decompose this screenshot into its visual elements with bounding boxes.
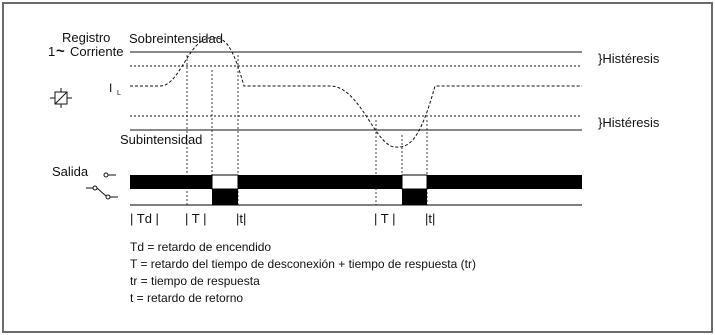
corriente-number: 1 [48, 44, 55, 59]
legend-line: tr = tiempo de respuesta [130, 274, 260, 288]
il-subscript: L [117, 90, 121, 97]
output-nc-track [130, 189, 582, 206]
subintensidad-label: Subintensidad [120, 132, 202, 147]
il-label: I [109, 81, 112, 95]
salida-label: Salida [52, 164, 89, 179]
timing-td: | Td | [130, 211, 159, 226]
legend-line: T = retardo del tiempo de desconexión + … [130, 257, 476, 271]
histeresis-lower-label: }Histéresis [598, 115, 660, 130]
timing-tr-1: |t| [236, 211, 246, 226]
relay-coil-icon [50, 88, 72, 108]
corriente-label: Corriente [70, 44, 123, 59]
histeresis-upper-label: }Histéresis [598, 51, 660, 66]
legend-line: Td = retardo de encendido [130, 240, 271, 254]
timing-t-1: | T | [185, 211, 206, 226]
current-curve [130, 37, 582, 148]
changeover-contact-icon [86, 172, 118, 200]
sobreintensidad-label: Sobreintensidad [129, 31, 223, 46]
legend-line: t = retardo de retorno [130, 291, 243, 305]
registro-label: Registro [62, 30, 110, 45]
timing-t-2: | T | [374, 211, 395, 226]
tilde-ac-icon: ~ [56, 43, 65, 60]
output-no-track [130, 174, 582, 190]
timing-tr-2: |t| [425, 211, 435, 226]
